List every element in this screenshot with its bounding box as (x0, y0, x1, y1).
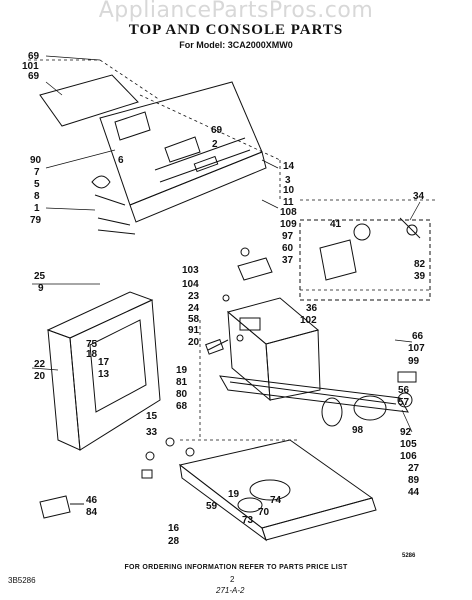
callout-73: 73 (242, 515, 254, 526)
callout-66: 66 (412, 331, 424, 342)
callout-75: 75 (86, 339, 98, 350)
doc-number: 3B5286 (8, 576, 36, 585)
callout-16: 16 (168, 523, 180, 534)
callout-18: 18 (86, 349, 98, 360)
center-housing (205, 297, 321, 402)
callout-104: 104 (182, 279, 199, 290)
bottom-base (178, 439, 377, 542)
callout-90: 90 (30, 155, 42, 166)
watermark: AppliancePartsPros.com (98, 0, 374, 23)
callout-41: 41 (330, 219, 342, 230)
leader-lines (31, 55, 421, 433)
callout-10: 10 (283, 185, 295, 196)
callout-60: 60 (282, 243, 294, 254)
callout-84: 84 (86, 507, 98, 518)
inset-part (39, 495, 84, 519)
base-rail (219, 375, 409, 413)
callout-57: 57 (398, 397, 410, 408)
diagram-code: 5286 (402, 553, 416, 559)
callout-98: 98 (352, 425, 364, 436)
callout-97: 97 (282, 231, 294, 242)
callout-44: 44 (408, 487, 420, 498)
callout-81: 81 (176, 377, 188, 388)
callout-101: 101 (22, 61, 39, 72)
callout-25: 25 (34, 271, 46, 282)
timer (319, 217, 421, 281)
callout-3: 3 (285, 175, 291, 186)
callout-7: 7 (34, 167, 40, 178)
motor (321, 371, 417, 427)
callout-92: 92 (400, 427, 412, 438)
console-panel (39, 74, 267, 223)
callout-23: 23 (188, 291, 200, 302)
callout-27: 27 (408, 463, 420, 474)
callout-105: 105 (400, 439, 417, 450)
callout-106: 106 (400, 451, 417, 462)
callout-15: 15 (146, 411, 158, 422)
hardware (141, 247, 273, 479)
callout-34: 34 (413, 191, 425, 202)
cabinet-front (46, 291, 161, 451)
callout-107: 107 (408, 343, 425, 354)
callout-68: 68 (176, 401, 188, 412)
callout-1: 1 (34, 203, 40, 214)
callout-56: 56 (398, 385, 410, 396)
page-number: 2 (230, 575, 235, 584)
revision: 271-A-2 (216, 586, 245, 595)
callout-69: 69 (28, 51, 40, 62)
callout-91: 91 (188, 325, 200, 336)
callout-36: 36 (306, 303, 318, 314)
footer-note: FOR ORDERING INFORMATION REFER TO PARTS … (124, 564, 348, 571)
callout-70: 70 (258, 507, 270, 518)
callout-108: 108 (280, 207, 297, 218)
callout-102: 102 (300, 315, 317, 326)
callout-80: 80 (176, 389, 188, 400)
callout-19: 19 (228, 489, 240, 500)
callout-74: 74 (270, 495, 282, 506)
callout-37: 37 (282, 255, 294, 266)
callout-46: 46 (86, 495, 98, 506)
guide-lines (28, 59, 435, 441)
callout-11: 11 (283, 197, 294, 208)
callout-13: 13 (98, 369, 110, 380)
callout-6: 6 (118, 155, 124, 166)
callout-89: 89 (408, 475, 420, 486)
callout-39: 39 (414, 271, 426, 282)
callout-5: 5 (34, 179, 40, 190)
callout-19: 19 (176, 365, 188, 376)
console-brackets (91, 111, 201, 235)
callout-20: 20 (188, 337, 200, 348)
model-line: For Model: 3CA2000XMW0 (179, 40, 293, 50)
callout-82: 82 (414, 259, 426, 270)
callout-22: 22 (34, 359, 46, 370)
switch-box (299, 219, 431, 301)
callout-24: 24 (188, 303, 200, 314)
page-title: TOP AND CONSOLE PARTS (128, 22, 344, 38)
callout-69: 69 (211, 125, 223, 136)
callout-69: 69 (28, 71, 40, 82)
callout-109: 109 (280, 219, 297, 230)
callout-33: 33 (146, 427, 158, 438)
callout-59: 59 (206, 501, 218, 512)
callout-14: 14 (283, 161, 295, 172)
callout-17: 17 (98, 357, 110, 368)
callout-9: 9 (38, 283, 44, 294)
callout-99: 99 (408, 356, 420, 367)
callout-58: 58 (188, 314, 200, 325)
callout-20: 20 (34, 371, 46, 382)
callout-2: 2 (212, 139, 218, 150)
callout-8: 8 (34, 191, 40, 202)
callout-28: 28 (168, 536, 180, 547)
callout-103: 103 (182, 265, 199, 276)
callout-79: 79 (30, 215, 42, 226)
